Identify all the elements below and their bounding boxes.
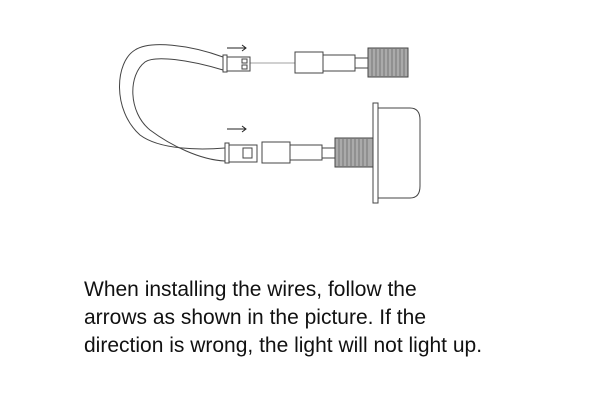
lower-connector xyxy=(224,142,258,164)
lower-fitting xyxy=(261,137,374,168)
upper-fitting xyxy=(294,47,409,78)
instruction-caption: When installing the wires, follow the ar… xyxy=(84,278,483,357)
upper-connector xyxy=(222,54,295,73)
wiring-diagram xyxy=(119,44,421,204)
cable-loop xyxy=(119,44,226,162)
light-housing xyxy=(372,102,421,204)
arrow-bottom xyxy=(227,125,247,133)
arrow-top xyxy=(227,44,247,52)
